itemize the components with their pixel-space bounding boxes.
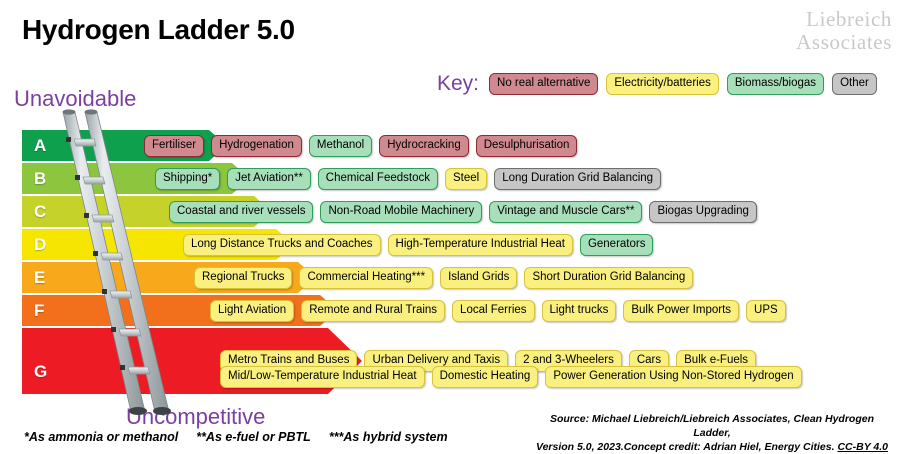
footnote-0: *As ammonia or methanol (24, 430, 179, 444)
use-case-tag[interactable]: Remote and Rural Trains (301, 299, 446, 322)
use-case-tag[interactable]: Domestic Heating (431, 365, 539, 388)
use-case-tag[interactable]: Shipping* (155, 167, 221, 190)
use-case-tag[interactable]: Hydrogenation (211, 134, 302, 157)
use-case-tag[interactable]: Fertiliser (144, 134, 205, 157)
use-case-tag[interactable]: Chemical Feedstock (317, 167, 438, 190)
footnote-1: **As e-fuel or PBTL (196, 430, 311, 444)
tag-line-d-0: Long Distance Trucks and Coaches High-Tem… (183, 229, 654, 260)
legend-chips: No real alternative Electricity/batteries… (489, 73, 877, 95)
use-case-tag[interactable]: Hydrocracking (379, 134, 469, 157)
use-case-tag[interactable]: Local Ferries (452, 299, 535, 322)
logo-line-1: Liebreich (806, 7, 892, 31)
tag-line-b-0: Shipping* Jet Aviation** Chemical Feedstoc… (155, 163, 662, 194)
legend-chip-3: Other (832, 73, 877, 95)
use-case-tag[interactable]: Coastal and river vessels (169, 200, 314, 223)
use-case-tag[interactable]: Methanol (308, 134, 373, 157)
tag-line-a-0: Fertiliser Hydrogenation Methanol Hydrocrac… (144, 130, 578, 161)
use-case-tag[interactable]: Power Generation Using Non-Stored Hydrog… (545, 365, 802, 388)
use-case-tag[interactable]: Long Duration Grid Balancing (494, 167, 662, 190)
use-case-tag[interactable]: Vintage and Muscle Cars** (489, 200, 643, 223)
tag-line-e-0: Regional Trucks Commercial Heating*** Isla… (194, 262, 694, 293)
use-case-tag[interactable]: Mid/Low-Temperature Industrial Heat (220, 365, 425, 388)
legend-chip-1: Electricity/batteries (606, 73, 719, 95)
use-case-tag[interactable]: Long Distance Trucks and Coaches (183, 233, 381, 256)
page-title: Hydrogen Ladder 5.0 (22, 14, 295, 45)
logo-line-2: Associates (796, 30, 892, 54)
liebreich-associates-logo: Liebreich Associates (784, 8, 892, 54)
use-case-tag[interactable]: Commercial Heating*** (299, 266, 434, 289)
use-case-tag[interactable]: UPS (746, 299, 786, 322)
legend-label: Key: (437, 72, 480, 95)
legend-chip-2: Biomass/biogas (726, 73, 825, 95)
use-case-tag[interactable]: Light Aviation (210, 299, 295, 322)
use-case-tag[interactable]: Steel (444, 167, 488, 190)
use-case-tag[interactable]: Jet Aviation** (227, 167, 311, 190)
footnote-2: ***As hybrid system (328, 430, 448, 444)
use-case-tag[interactable]: Generators (579, 233, 654, 256)
source-line-1: Source: Michael Liebreich/Liebreich Asso… (549, 413, 875, 439)
tag-line-f-0: Light Aviation Remote and Rural Trains Loc… (210, 295, 786, 326)
use-case-tag[interactable]: Non-Road Mobile Machinery (320, 200, 483, 223)
legend: Key: No real alternative Electricity/batt… (437, 72, 877, 96)
use-case-tag[interactable]: Island Grids (440, 266, 518, 289)
use-case-tag[interactable]: Light trucks (541, 299, 617, 322)
use-case-tag[interactable]: Bulk Power Imports (623, 299, 740, 322)
caption-uncompetitive: Uncompetitive (126, 404, 266, 429)
source-line-2: Version 5.0, 2023.Concept credit: Adrian… (532, 440, 892, 454)
legend-chip-0: No real alternative (489, 73, 599, 95)
use-case-tag[interactable]: Desulphurisation (475, 134, 578, 157)
use-case-tag[interactable]: Regional Trucks (194, 266, 293, 289)
use-case-tag[interactable]: Short Duration Grid Balancing (524, 266, 694, 289)
use-case-tag[interactable]: Biogas Upgrading (649, 200, 757, 223)
source-line-2-text: Version 5.0, 2023.Concept credit: Adrian… (535, 441, 838, 453)
tag-line-g-1: Mid/Low-Temperature Industrial Heat Domes… (220, 361, 802, 392)
caption-unavoidable: Unavoidable (14, 86, 137, 111)
license-link[interactable]: CC-BY 4.0 (837, 441, 889, 453)
use-case-tag[interactable]: High-Temperature Industrial Heat (387, 233, 573, 256)
footnotes: *As ammonia or methanol **As e-fuel or PB… (24, 430, 466, 444)
tag-line-c-0: Coastal and river vessels Non-Road Mobile… (169, 196, 757, 227)
